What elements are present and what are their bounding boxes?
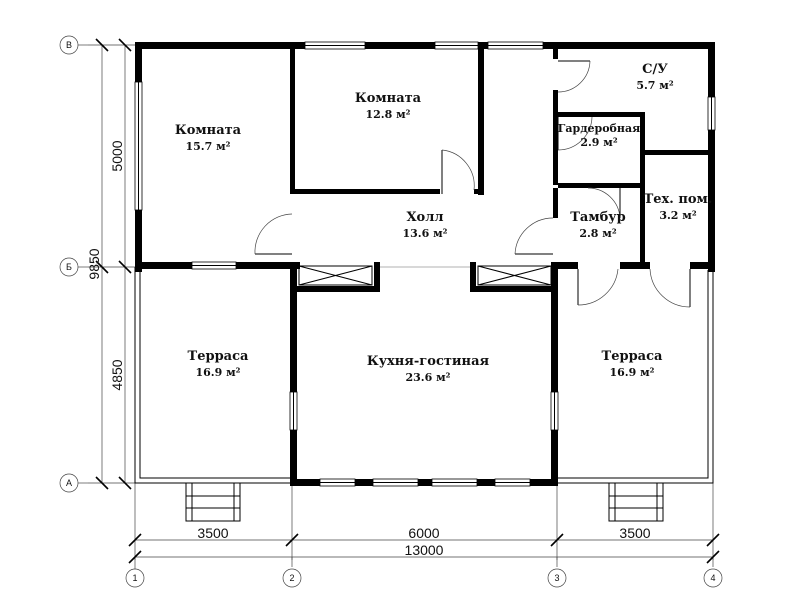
axis-row-mid: Б: [66, 262, 72, 272]
hall-name: Холл: [406, 210, 443, 225]
vestibule-area: 2.8 м²: [579, 227, 617, 240]
terrace-right-area: 16.9 м²: [610, 366, 655, 379]
vestibule-name: Тамбур: [570, 210, 625, 225]
axis-col-2: 2: [289, 573, 294, 583]
dim-left-total: 9850: [86, 248, 102, 279]
room-labels: Комната 15.7 м² Комната 12.8 м² С/У 5.7 …: [175, 62, 712, 384]
wardrobe-area: 2.9 м²: [580, 136, 618, 149]
walls: [135, 42, 715, 486]
dim-bottom-total: 13000: [405, 542, 444, 558]
bathroom-area: 5.7 м²: [636, 79, 674, 92]
kitchen-name: Кухня-гостиная: [367, 354, 490, 369]
hall-area: 13.6 м²: [403, 227, 448, 240]
dim-bottom-mid: 6000: [408, 525, 439, 541]
axis-col-1: 1: [132, 573, 137, 583]
dim-bottom-right: 3500: [619, 525, 650, 541]
doors: [254, 60, 691, 308]
grid-lines: [88, 44, 714, 567]
axis-markers: В Б А 1 2 3 4: [59, 35, 723, 588]
axis-row-bottom: А: [66, 478, 72, 488]
kitchen-area: 23.6 м²: [406, 371, 451, 384]
windows: [134, 41, 716, 487]
terrace-left-name: Терраса: [188, 349, 249, 364]
kitchen-counters: [298, 265, 552, 286]
room-left-name: Комната: [175, 123, 242, 138]
terrace-left-area: 16.9 м²: [196, 366, 241, 379]
room-mid-area: 12.8 м²: [366, 108, 411, 121]
terrace-right-name: Терраса: [602, 349, 663, 364]
dim-bottom-left: 3500: [197, 525, 228, 541]
axis-col-3: 3: [554, 573, 559, 583]
bathroom-name: С/У: [642, 62, 668, 77]
dim-left-top: 5000: [109, 140, 125, 171]
wardrobe-name: Гардеробная: [558, 122, 640, 135]
tech-room-name: Тех. пом.: [644, 192, 713, 207]
dimension-ticks: [95, 38, 720, 564]
room-left-area: 15.7 м²: [186, 140, 231, 153]
axis-col-4: 4: [710, 573, 715, 583]
entry-steps: [185, 482, 664, 522]
axis-row-top: В: [66, 40, 72, 50]
room-mid-name: Комната: [355, 91, 422, 106]
dimension-labels: 3500 6000 3500 13000 5000 4850 9850: [86, 140, 651, 558]
tech-room-area: 3.2 м²: [659, 209, 697, 222]
dim-left-bottom: 4850: [109, 359, 125, 390]
